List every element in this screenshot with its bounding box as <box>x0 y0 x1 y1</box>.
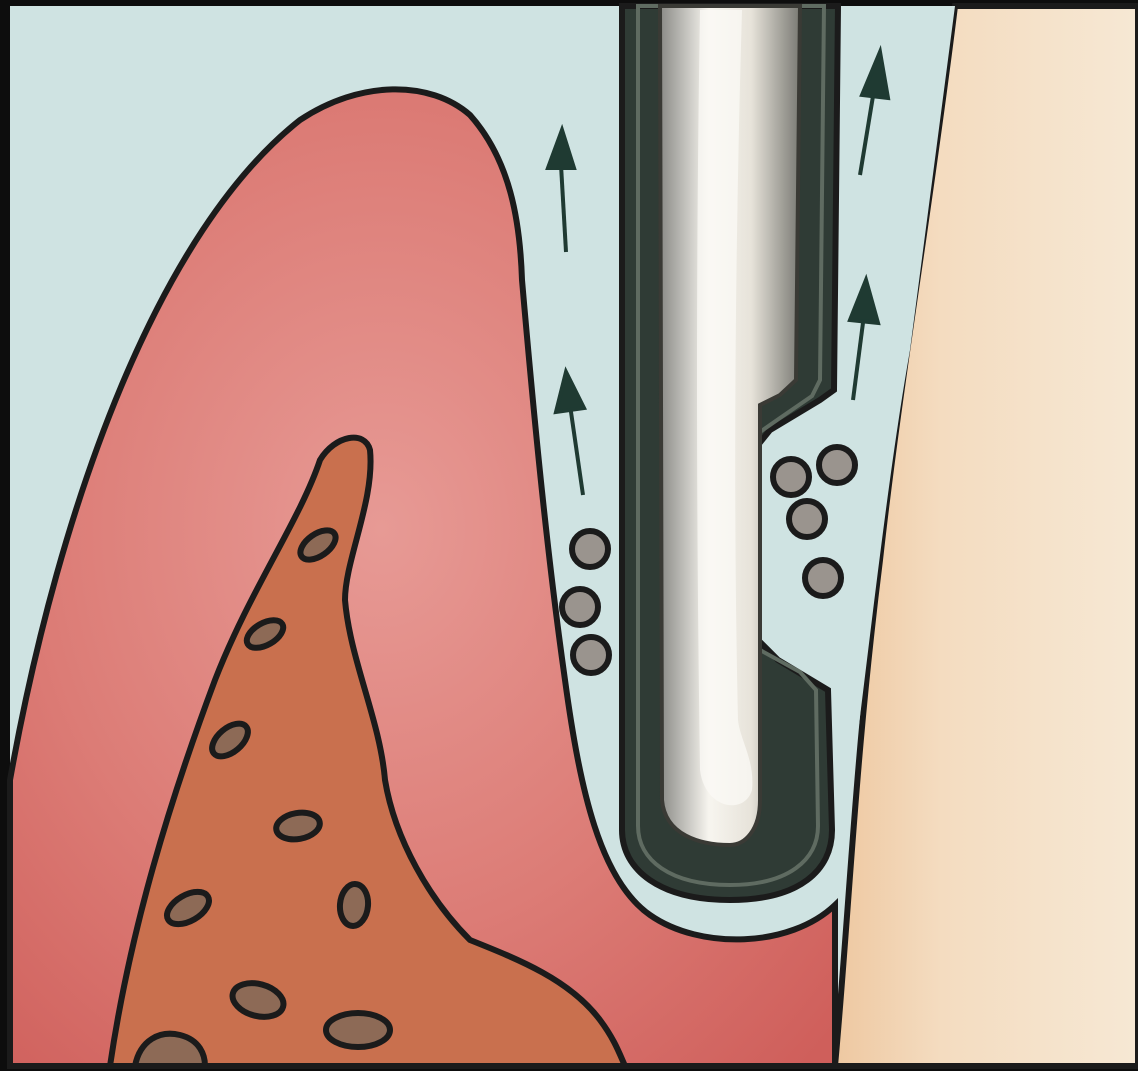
debris-particle-icon <box>562 589 598 625</box>
debris-particle-icon <box>773 459 809 495</box>
bone-lacuna-icon <box>326 1013 390 1047</box>
debris-particle-icon <box>572 531 608 567</box>
debris-particle-icon <box>805 560 841 596</box>
bone-lacuna-icon <box>338 883 370 927</box>
debris-particle-icon <box>573 637 609 673</box>
debris-particle-icon <box>819 447 855 483</box>
debris-particle-icon <box>789 501 825 537</box>
